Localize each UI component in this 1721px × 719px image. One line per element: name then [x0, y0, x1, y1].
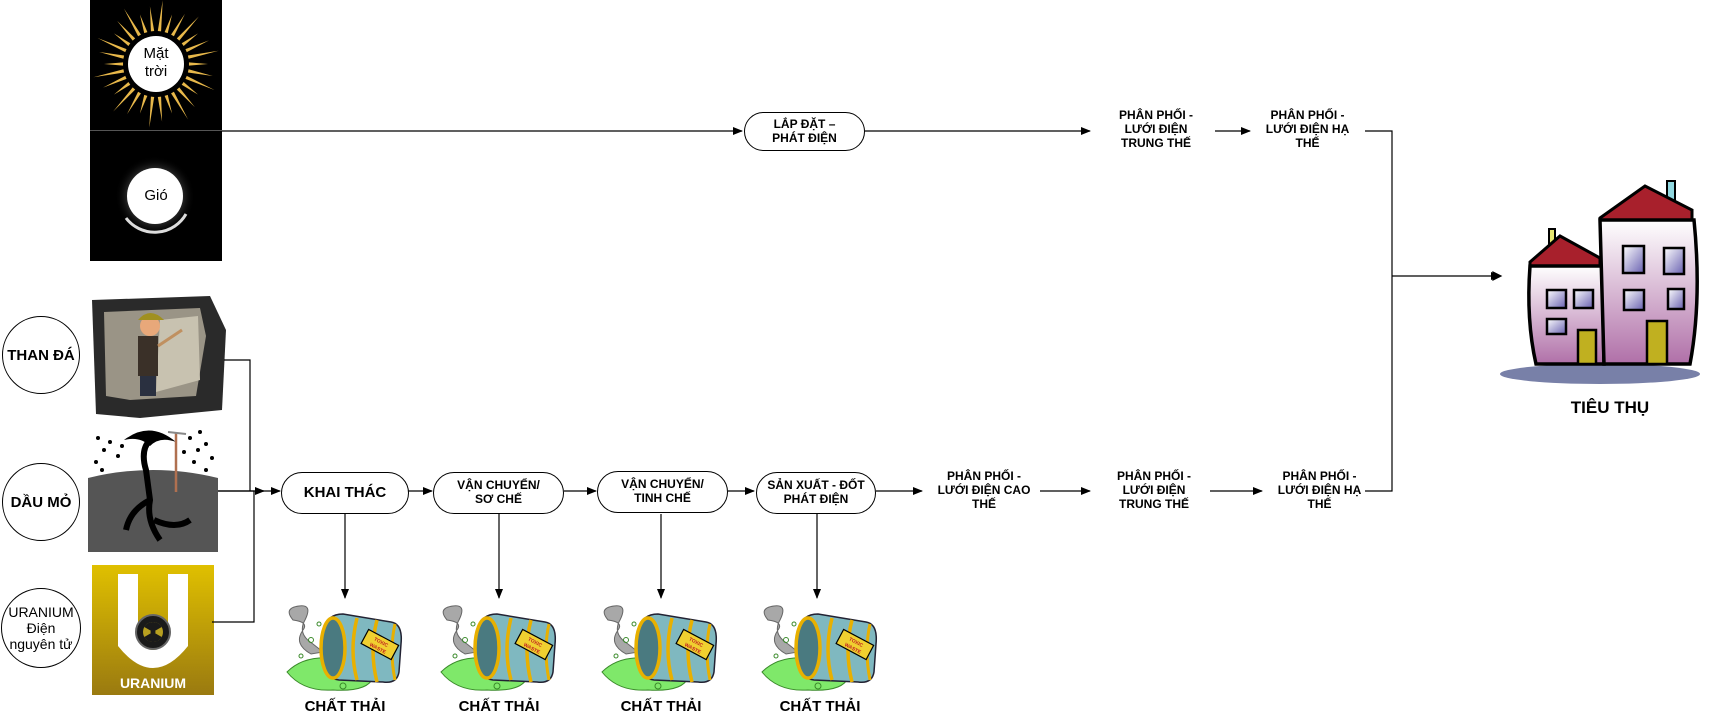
sun-ray	[164, 14, 173, 34]
oil-splatter-dot	[120, 444, 124, 448]
sun-ray	[117, 20, 136, 41]
sun-ray	[113, 87, 136, 112]
sun-ray	[93, 69, 125, 78]
oil-splatter-dot	[96, 436, 100, 440]
toxic-waste-barrel-icon: TOXIC WASTE	[440, 605, 557, 691]
waste-label-3: CHẤT THẢI	[620, 698, 702, 715]
sun-ray	[171, 91, 188, 120]
oil-splatter-dot	[100, 468, 104, 472]
oil-splatter-dot	[204, 468, 208, 472]
sun-ray	[181, 33, 199, 46]
source-oil: DẦU MỎ	[2, 463, 80, 541]
oil-splatter-dot	[192, 460, 196, 464]
step-transport-preprocess[interactable]: VẬN CHUYỂN/ SƠ CHẾ	[433, 472, 564, 514]
sun-ray	[99, 51, 125, 59]
oil-splatter-dot	[116, 454, 120, 458]
oil-splatter-dot	[94, 460, 98, 464]
uranium-icon: URANIUM	[92, 565, 214, 695]
step-burn-generate[interactable]: SẢN XUẤT - ĐỐT PHÁT ĐIỆN	[756, 472, 876, 514]
wind-source	[90, 130, 222, 261]
sun-ray	[157, 0, 163, 32]
sun-ray	[149, 6, 155, 32]
top-medium-voltage-grid: PHÂN PHỐI - LƯỚI ĐIỆN TRUNG THẾ	[1118, 108, 1193, 151]
wind-icon	[124, 213, 188, 234]
sun-ray	[149, 96, 155, 128]
sun-ray	[187, 50, 219, 59]
oil-splatter-dot	[188, 436, 192, 440]
bottom-low-voltage-grid: PHÂN PHỐI - LƯỚI ĐIỆN HẠ THẾ	[1277, 469, 1362, 512]
sun-ray	[139, 14, 148, 34]
oil-splatter-dot	[182, 450, 186, 454]
waste-label-2: CHẤT THẢI	[458, 698, 540, 715]
waste-label-1: CHẤT THẢI	[304, 698, 386, 715]
oil-splatter-dot	[210, 456, 214, 460]
source-uranium: URANIUM Điện nguyên tử	[1, 588, 81, 668]
oil-well-icon	[88, 430, 218, 552]
bottom-medium-voltage-grid: PHÂN PHỐI - LƯỚI ĐIỆN TRUNG THẾ	[1116, 469, 1191, 512]
oil-splatter-dot	[198, 430, 202, 434]
step-install-generate[interactable]: LẮP ĐẶT – PHÁT ĐIỆN	[744, 112, 865, 151]
bottom-high-voltage-grid: PHÂN PHỐI - LƯỚI ĐIỆN CAO THẾ	[937, 469, 1031, 512]
sun-ray	[139, 94, 148, 114]
coal-miner-icon	[92, 296, 226, 418]
uranium-image-label: URANIUM	[120, 675, 186, 691]
sun-ray	[188, 62, 208, 66]
sun-ray	[127, 91, 141, 115]
sun-ray	[176, 16, 199, 41]
toxic-waste-barrel-icon: TOXIC WASTE	[286, 605, 403, 691]
step-extraction[interactable]: KHAI THÁC	[281, 472, 409, 514]
houses-icon	[1500, 180, 1700, 384]
sun-ray	[185, 75, 215, 91]
step-transport-refine[interactable]: VẬN CHUYỂN/ TINH CHẾ	[597, 471, 728, 513]
oil-splatter-dot	[108, 440, 112, 444]
sun-icon	[93, 0, 219, 128]
sun-ray	[185, 40, 209, 53]
sun-ray	[181, 82, 199, 95]
oil-splatter-dot	[196, 448, 200, 452]
consumer-label: TIÊU THỤ	[1570, 398, 1650, 417]
sun-ray	[103, 75, 127, 88]
sun-ray	[187, 69, 213, 77]
sun-ray	[124, 8, 141, 37]
sun-ray	[164, 94, 173, 114]
sun-ray	[104, 62, 124, 66]
top-low-voltage-grid: PHÂN PHỐI - LƯỚI ĐIỆN HẠ THẾ	[1265, 108, 1350, 151]
toxic-waste-barrel-icon: TOXIC WASTE	[761, 605, 878, 691]
oil-splatter-dot	[204, 442, 208, 446]
solar-label: Mặt trời	[143, 45, 169, 80]
sun-ray	[113, 82, 131, 95]
sun-ray	[97, 37, 127, 53]
toxic-waste-barrel-icon: TOXIC WASTE	[601, 605, 718, 691]
waste-label-4: CHẤT THẢI	[779, 698, 861, 715]
oil-splatter-dot	[102, 448, 106, 452]
solar-source	[90, 0, 222, 130]
sun-ray	[176, 87, 195, 108]
sun-ray	[171, 13, 185, 37]
fossil-flow-lines	[212, 359, 1263, 623]
wind-label: Gió	[144, 187, 168, 204]
source-coal: THAN ĐÁ	[2, 316, 80, 394]
sun-ray	[113, 33, 131, 46]
renewable-flow-lines	[222, 127, 1503, 492]
sun-ray	[157, 96, 163, 122]
